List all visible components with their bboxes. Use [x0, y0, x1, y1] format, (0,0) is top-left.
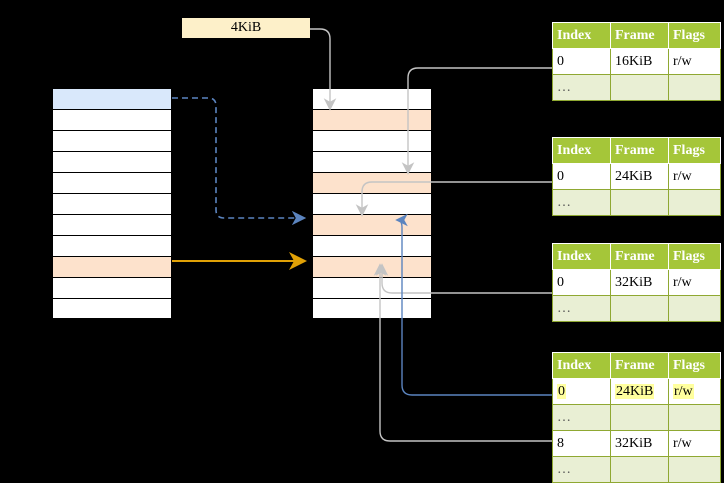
column-header: Flags	[668, 243, 721, 270]
column-header: Frame	[610, 243, 669, 270]
table-row: 0 24KiB r/w	[552, 378, 721, 405]
left-page-row-row-0	[52, 88, 172, 109]
cell-index: 8	[552, 430, 611, 457]
left-page-row-row-5	[52, 193, 172, 214]
table-row: …	[552, 189, 721, 216]
size-tag-4kib: 4KiB	[182, 18, 310, 38]
cell-flags: r/w	[668, 430, 721, 457]
left-page-row-row-3	[52, 151, 172, 172]
cell-frame: 16KiB	[610, 48, 669, 75]
highlight-span: 24KiB	[615, 383, 655, 399]
cell-index: 0	[552, 163, 611, 190]
cell-flags	[668, 295, 721, 322]
left-page-row-row-8	[52, 256, 172, 277]
left-page-row-row-1	[52, 109, 172, 130]
table-row: …	[552, 295, 721, 322]
middle-page-table	[312, 88, 432, 319]
highlight-span: r/w	[673, 383, 694, 399]
cell-flags	[668, 189, 721, 216]
cell-index: …	[552, 74, 611, 101]
middle-page-row-row-2	[312, 130, 432, 151]
column-header: Frame	[610, 22, 669, 49]
column-header: Frame	[610, 352, 669, 379]
cell-index: 0	[552, 269, 611, 296]
middle-page-row-row-9	[312, 277, 432, 298]
column-header: Frame	[610, 137, 669, 164]
cell-frame: 32KiB	[610, 430, 669, 457]
cell-frame	[610, 189, 669, 216]
highlight-span: 0	[557, 383, 566, 399]
cell-index: 0	[552, 48, 611, 75]
middle-page-row-row-6	[312, 214, 432, 235]
cell-flags: r/w	[668, 378, 721, 405]
cell-index: …	[552, 295, 611, 322]
left-page-table	[52, 88, 172, 319]
table-row: …	[552, 74, 721, 101]
middle-page-row-row-10	[312, 298, 432, 319]
middle-page-row-row-1	[312, 109, 432, 130]
cell-flags: r/w	[668, 163, 721, 190]
column-header: Index	[552, 243, 611, 270]
left-page-row-row-2	[52, 130, 172, 151]
middle-page-row-row-7	[312, 235, 432, 256]
left-page-row-row-4	[52, 172, 172, 193]
middle-page-row-row-0	[312, 88, 432, 109]
cell-flags	[668, 404, 721, 431]
column-header: Flags	[668, 22, 721, 49]
middle-page-row-row-4	[312, 172, 432, 193]
middle-page-row-row-3	[312, 151, 432, 172]
column-header: Index	[552, 352, 611, 379]
cell-index: …	[552, 404, 611, 431]
cell-flags	[668, 74, 721, 101]
middle-page-row-row-5	[312, 193, 432, 214]
column-header: Index	[552, 22, 611, 49]
table-row: …	[552, 456, 721, 483]
cell-flags: r/w	[668, 269, 721, 296]
cell-flags	[668, 456, 721, 483]
cell-frame: 24KiB	[610, 378, 669, 405]
column-header: Flags	[668, 137, 721, 164]
column-header: Index	[552, 137, 611, 164]
middle-page-row-row-8	[312, 256, 432, 277]
table-row: …	[552, 404, 721, 431]
cell-frame: 24KiB	[610, 163, 669, 190]
column-header: Flags	[668, 352, 721, 379]
cell-frame	[610, 295, 669, 322]
cell-index: …	[552, 189, 611, 216]
wire-blue-dashed	[172, 97, 307, 226]
left-page-row-row-6	[52, 214, 172, 235]
left-page-row-row-9	[52, 277, 172, 298]
cell-frame	[610, 74, 669, 101]
cell-frame: 32KiB	[610, 269, 669, 296]
left-page-row-row-7	[52, 235, 172, 256]
cell-index: …	[552, 456, 611, 483]
left-page-row-row-10	[52, 298, 172, 319]
cell-frame	[610, 456, 669, 483]
cell-flags: r/w	[668, 48, 721, 75]
cell-index: 0	[552, 378, 611, 405]
cell-frame	[610, 404, 669, 431]
